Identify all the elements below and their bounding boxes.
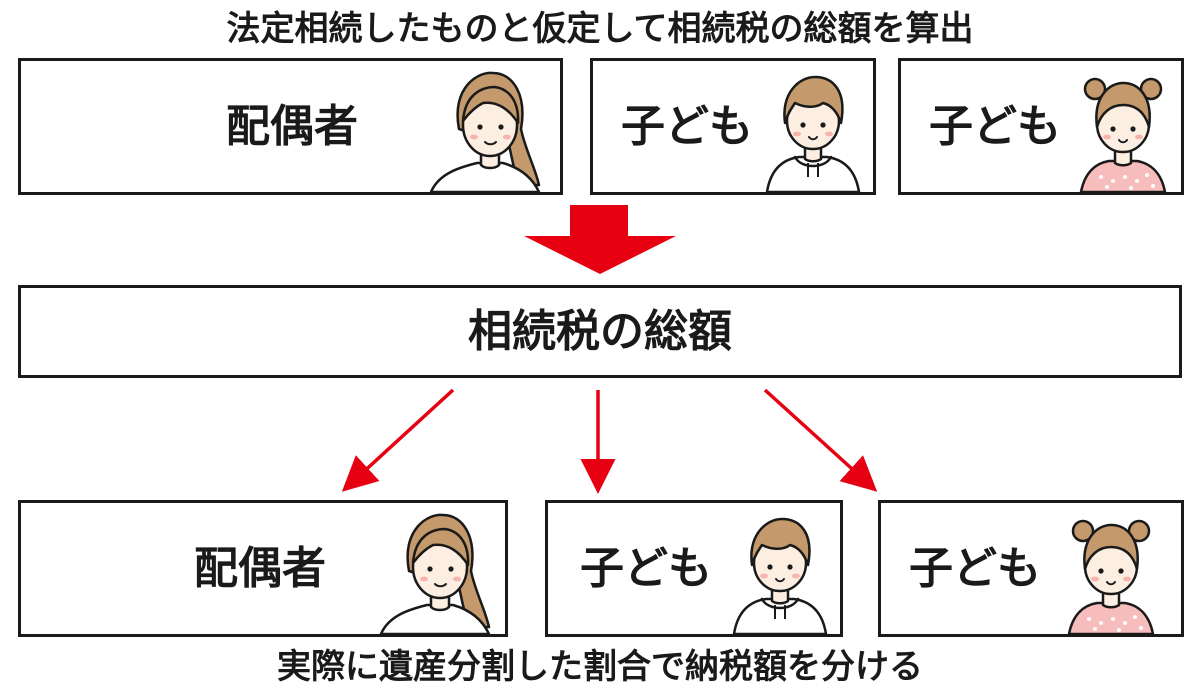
girl-avatar-icon <box>1067 519 1155 636</box>
child-label: 子ども <box>621 100 753 152</box>
boy-avatar-icon <box>765 75 861 194</box>
spouse-box-top: 配偶者 <box>18 58 563 195</box>
child-label: 子ども <box>580 542 712 594</box>
spouse-box-bottom: 配偶者 <box>18 500 508 637</box>
spouse-label: 配偶者 <box>226 100 358 152</box>
woman-avatar-icon <box>429 71 541 194</box>
child-box-bottom-1: 子ども <box>545 500 843 637</box>
child-label: 子ども <box>909 542 1041 594</box>
bottom-caption: 実際に遺産分割した割合で納税額を分ける <box>277 647 923 687</box>
boy-avatar-icon <box>732 517 828 636</box>
child-box-bottom-2: 子ども <box>878 500 1184 637</box>
girl-avatar-icon <box>1079 77 1167 194</box>
child-label: 子ども <box>929 100 1061 152</box>
child-box-top-2: 子ども <box>898 58 1184 195</box>
arrow-to-child-2 <box>763 388 878 492</box>
arrow-to-spouse <box>341 388 455 492</box>
top-caption: 法定相続したものと仮定して相続税の総額を算出 <box>226 9 974 49</box>
child-box-top-1: 子ども <box>590 58 876 195</box>
woman-avatar-icon <box>379 513 491 636</box>
spouse-label: 配偶者 <box>194 542 326 594</box>
total-tax-label: 相続税の総額 <box>468 305 732 357</box>
big-down-arrow <box>524 205 676 274</box>
total-tax-box: 相続税の総額 <box>18 285 1182 378</box>
